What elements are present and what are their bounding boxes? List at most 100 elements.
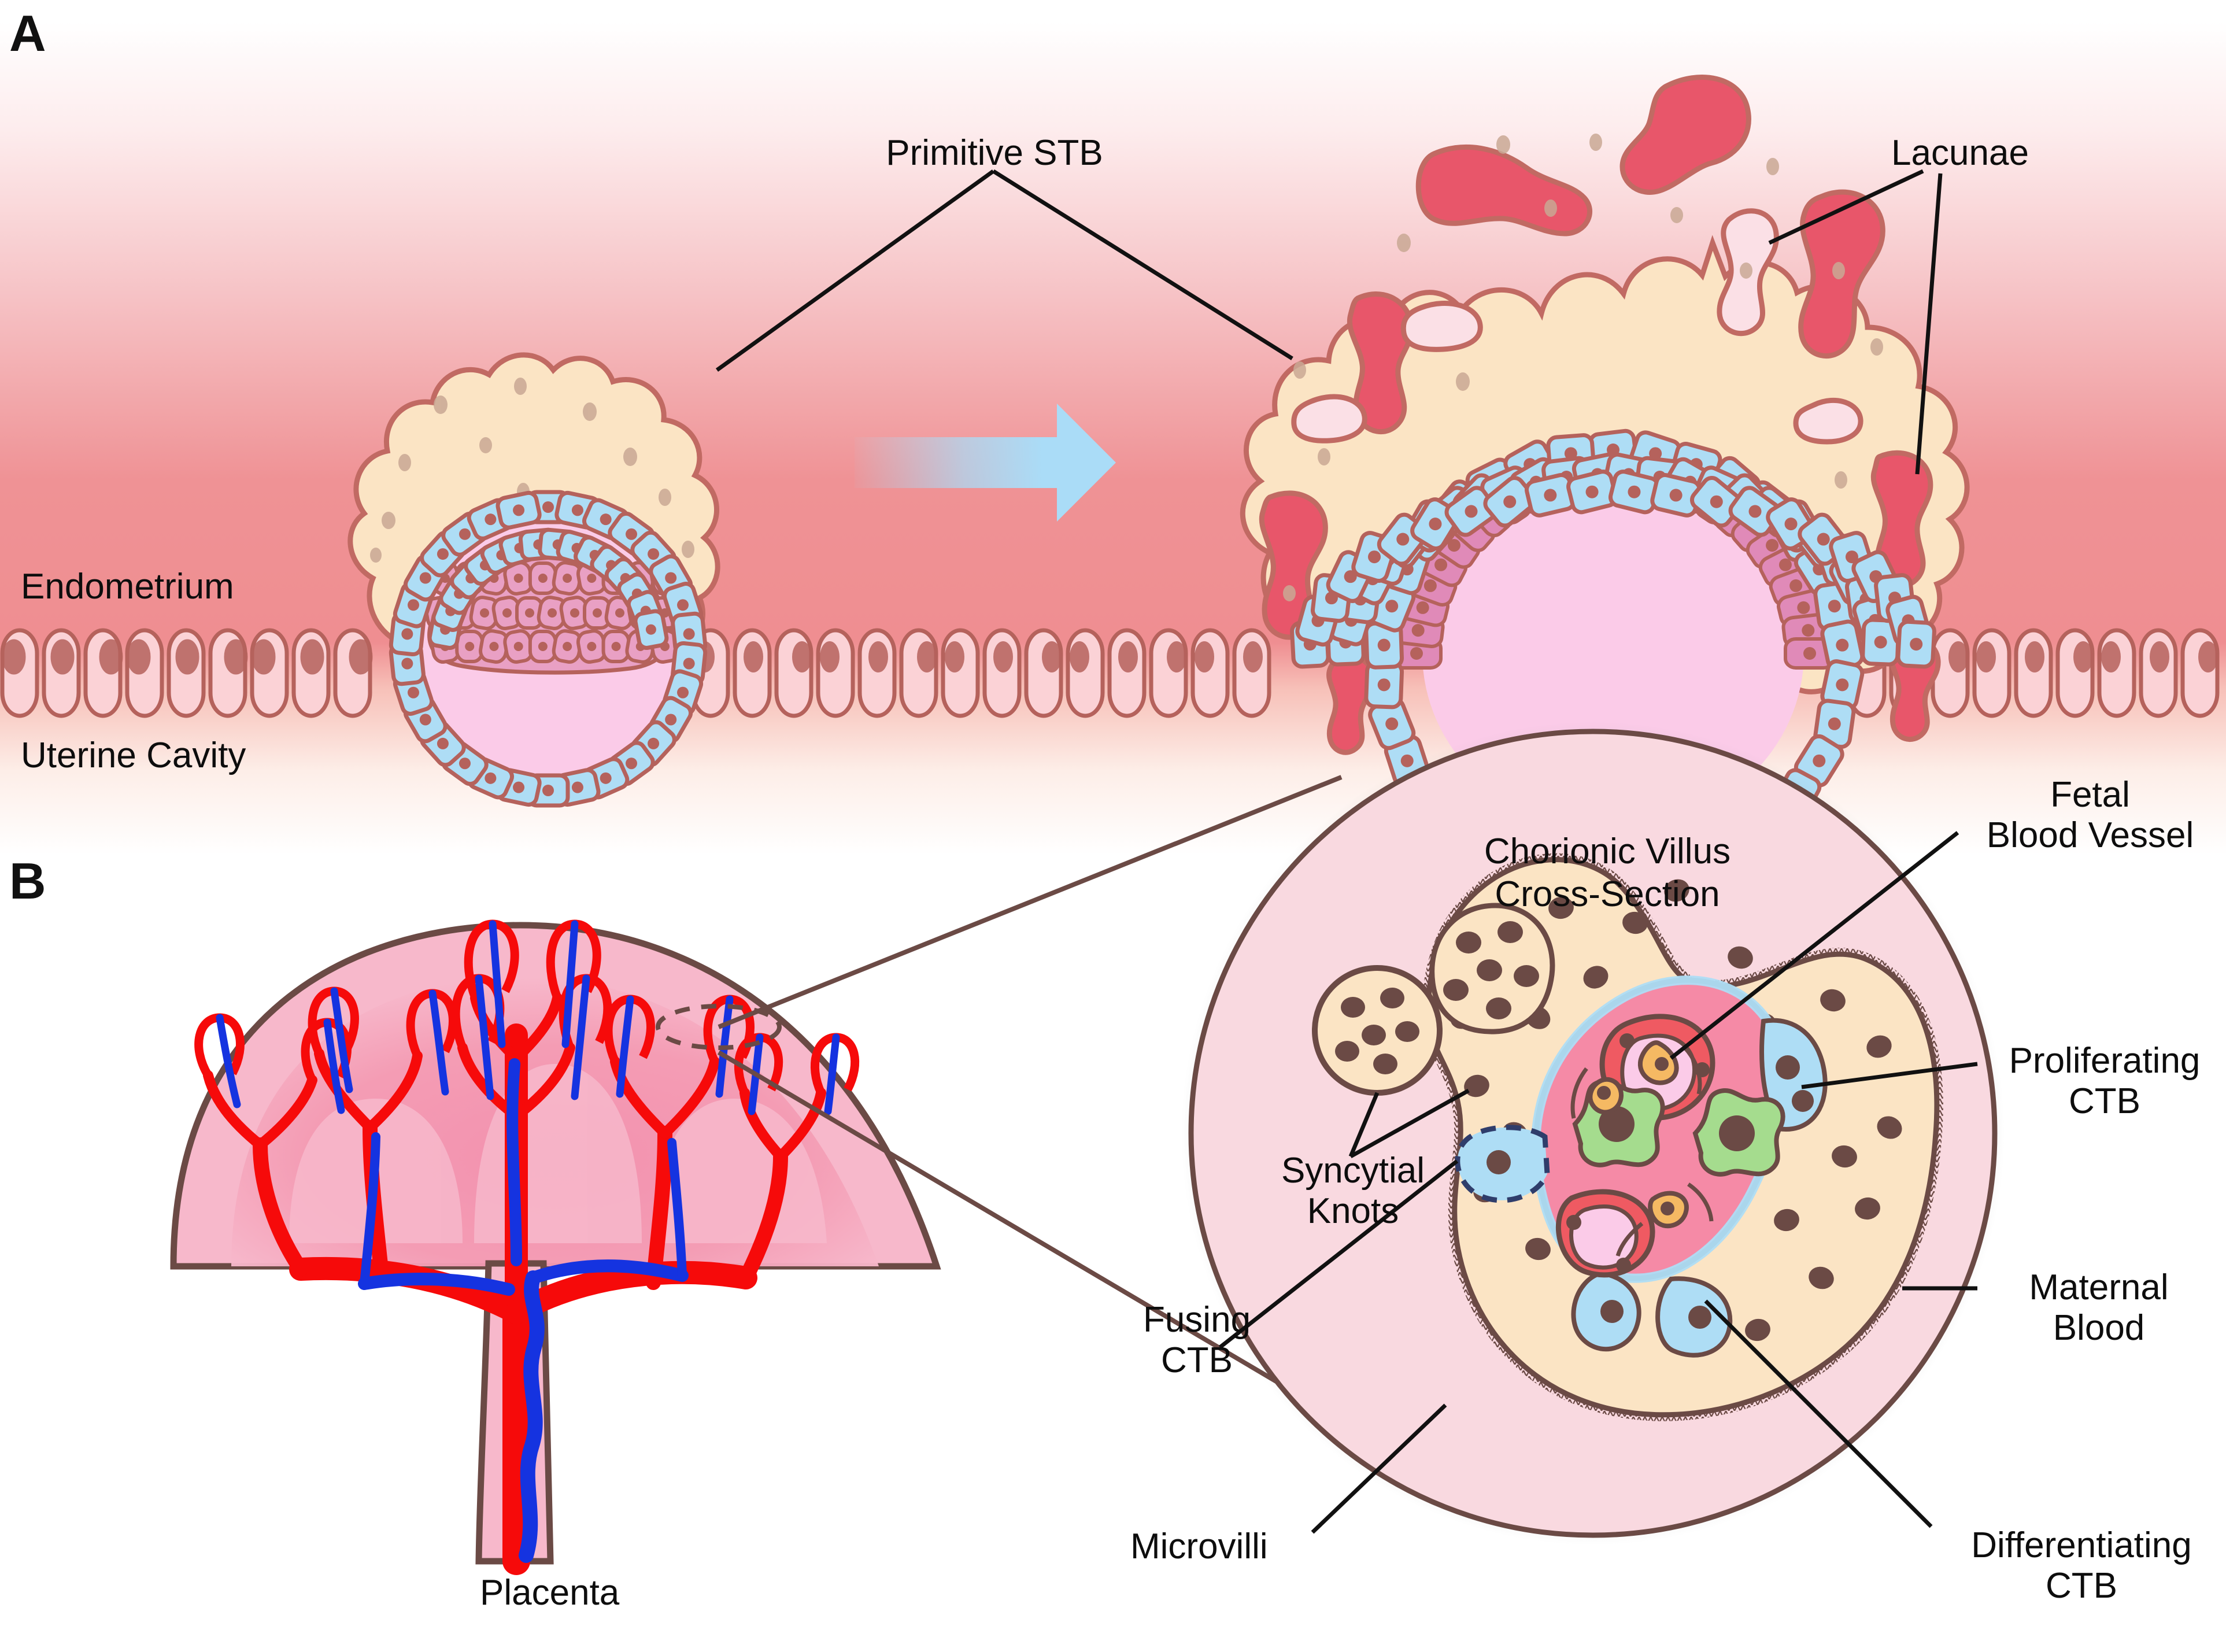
cytotrophoblast-nucleus [401, 628, 413, 640]
epithelial-cell-nucleus [2101, 641, 2121, 672]
panel-a-leader-lines [715, 169, 1943, 475]
magnifier-line-top [718, 775, 1343, 1029]
label-proliferating-ctb: Proliferating CTB [2009, 1041, 2201, 1122]
cytotrophoblast-nucleus [626, 757, 638, 770]
stromal-fibroblasts [1588, 1040, 1689, 1229]
magnification-marker-ellipse [656, 1004, 782, 1050]
cytotrophoblast-nucleus [513, 504, 525, 516]
epithelial-cell-nucleus [50, 639, 75, 675]
placental-vein-tree [216, 920, 840, 1563]
leader-microvilli [1311, 1403, 1447, 1534]
fibroblast-processes [1570, 1046, 1714, 1257]
epithelial-cell-nucleus [1070, 641, 1089, 672]
epithelial-cell [2097, 628, 2136, 718]
epithelial-cell [1190, 628, 1230, 718]
endometrial-epithelium-left [0, 628, 373, 718]
cytotrophoblast-nucleus [665, 714, 677, 726]
cytotrophoblast-nucleus [626, 528, 638, 540]
epithelial-cell-nucleus [252, 639, 276, 675]
cytotrophoblast-nucleus [401, 657, 413, 670]
cytotrophoblast-nucleus [437, 737, 449, 749]
panel-b-leader-lines [1218, 831, 1978, 1534]
epithelial-cell-nucleus [2025, 641, 2044, 672]
leader-lacunae-upper [1768, 169, 1924, 245]
fibroblast-nuclei [1597, 1057, 1674, 1215]
leader-syncytial-knot-bud [1349, 1088, 1470, 1159]
epithelial-cell [1066, 628, 1105, 718]
cytotrophoblast-nucleus [419, 714, 431, 726]
epithelial-cell-nucleus [349, 639, 373, 675]
epithelial-cell-nucleus [2073, 641, 2093, 672]
epithelial-cell-nucleus [1195, 641, 1214, 672]
cytotrophoblast-nucleus [542, 501, 554, 513]
cytotrophoblast-ring [389, 490, 708, 808]
cytotrophoblast-nucleus [485, 772, 497, 784]
cytotrophoblast-nucleus [677, 686, 689, 699]
inset-title-line-2: Cross-Section [1495, 874, 1720, 914]
cytotrophoblast-nucleus [485, 513, 497, 526]
epithelial-cell-nucleus [993, 641, 1013, 672]
epithelial-cell-row [0, 628, 373, 718]
label-lacunae: Lacunae [1891, 133, 2029, 173]
label-fetal-blood-vessel: Fetal Blood Vessel [1986, 775, 2194, 856]
panel-a-letter: A [9, 5, 46, 62]
magnifier-line-bottom [717, 1050, 1295, 1394]
cytotrophoblast-nucleus [542, 785, 554, 796]
cytotrophoblast-nucleus [648, 737, 660, 749]
epithelial-cell-nucleus [2150, 641, 2169, 672]
epithelial-cell [816, 628, 855, 718]
cytotrophoblast-nucleus [571, 504, 583, 516]
cytotrophoblast-nucleus [407, 686, 419, 699]
epithelial-cell-nucleus [2198, 641, 2218, 672]
cytotrophoblast-nucleus [513, 781, 525, 793]
label-microvilli: Microvilli [1130, 1527, 1268, 1566]
leader-lacunae-lower [1915, 173, 1943, 475]
label-maternal-blood: Maternal Blood [2029, 1267, 2169, 1348]
epithelial-cell-nucleus [99, 639, 123, 675]
epithelial-cell-nucleus [868, 641, 888, 672]
epithelial-cell-nucleus [744, 641, 763, 672]
chorionic-villus-inset [1181, 722, 2005, 1545]
label-primitive-stb: Primitive STB [886, 133, 1103, 173]
placental-artery-tree [203, 993, 826, 1575]
leader-primitive-stb-right [992, 169, 1293, 360]
leader-fusing-ctb [1218, 1159, 1459, 1349]
cytotrophoblast-nucleus [458, 528, 471, 540]
epithelial-cell-nucleus [1243, 641, 1263, 672]
epithelial-cell-nucleus [792, 641, 812, 672]
cytotrophoblast-nucleus [600, 513, 612, 526]
epithelial-cell-nucleus [300, 639, 324, 675]
leader-fetal-blood-vessel [1669, 831, 1959, 1060]
label-differentiating-ctb: Differentiating CTB [1971, 1525, 2192, 1606]
cytotrophoblast-nucleus [458, 757, 471, 770]
cytotrophoblast-nucleus [683, 657, 695, 670]
inset-title-line-1: Chorionic Villus [1484, 831, 1731, 871]
leader-proliferating-ctb [1801, 1062, 1978, 1089]
epithelial-cell [1972, 628, 2011, 718]
epithelial-cell-nucleus [224, 639, 248, 675]
placenta-illustration [170, 919, 941, 1575]
magnification-leader-lines [717, 775, 1343, 1394]
epithelial-cell-nucleus [1948, 641, 1968, 672]
label-uterine-cavity: Uterine Cavity [21, 736, 246, 775]
epithelial-cell-nucleus [945, 641, 964, 672]
label-placenta: Placenta [480, 1573, 620, 1613]
epithelial-cell-nucleus [1118, 641, 1138, 672]
cytotrophoblast-nucleus [683, 628, 695, 640]
epithelial-cell [941, 628, 980, 718]
epithelial-cell-nucleus [175, 639, 199, 675]
epithelial-cell-nucleus [127, 639, 151, 675]
epithelial-cell-nucleus [820, 641, 840, 672]
syncytial-knot-bud-nuclei [1443, 921, 1539, 1019]
cytotrophoblast-nucleus [407, 599, 419, 611]
cytotrophoblast-nucleus [648, 548, 660, 560]
leader-differentiating-ctb [1704, 1299, 1933, 1528]
cytotrophoblast-nucleus [571, 781, 583, 793]
early-implantation-blastocyst [347, 352, 720, 808]
progression-arrow [855, 404, 1116, 522]
syncytial-knot-detached-nuclei [1335, 988, 1419, 1074]
epithelial-cell-nucleus [917, 641, 937, 672]
label-endometrium: Endometrium [21, 567, 234, 607]
